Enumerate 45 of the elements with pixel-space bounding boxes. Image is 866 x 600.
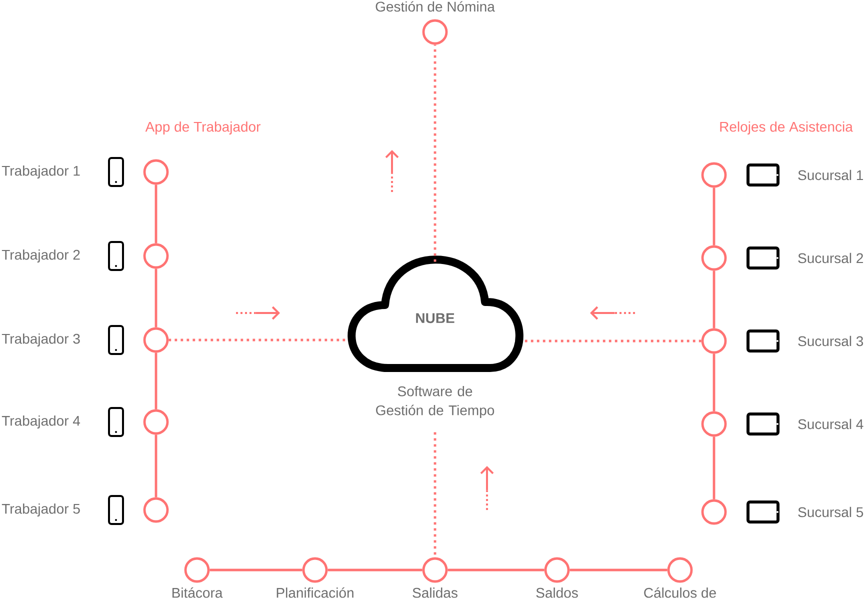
worker-label: Trabajador 1: [2, 165, 80, 179]
connector: [154, 184, 158, 244]
node-circle: [701, 411, 727, 437]
node-circle: [143, 497, 169, 523]
node-circle: [701, 162, 727, 188]
connector: [328, 568, 422, 572]
group-heading: App de Trabajador: [145, 121, 260, 135]
connector: [570, 568, 668, 572]
branch-label: Sucursal 3: [798, 336, 864, 346]
connector: [712, 188, 716, 246]
node-label: Salidas: [412, 588, 458, 598]
connector: [210, 568, 302, 572]
node-label: Planificación: [276, 587, 354, 598]
connector: [434, 432, 436, 558]
connector: [712, 354, 716, 412]
connector: [448, 568, 544, 572]
connector: [712, 270, 716, 328]
node-circle: [143, 409, 169, 435]
node-circle: [143, 159, 169, 185]
node-circle: [701, 328, 727, 354]
connector: [712, 436, 716, 500]
node-label: Cálculos de: [644, 587, 716, 598]
node-circle: [143, 327, 169, 353]
node-label: Software de Gestión de Tiempo: [376, 386, 494, 418]
node-label: Saldos: [536, 588, 578, 598]
worker-label: Trabajador 2: [2, 249, 80, 263]
branch-label: Sucursal 1: [798, 170, 863, 180]
node-circle: [701, 499, 727, 525]
connector: [522, 340, 702, 342]
node-circle: [143, 243, 169, 269]
connector: [154, 434, 158, 498]
connector: [434, 44, 436, 262]
group-heading: Relojes de Asistencia: [720, 121, 853, 135]
connector: [154, 352, 158, 410]
node-label: Gestión de Nómina: [376, 1, 495, 12]
branch-label: Sucursal 2: [798, 252, 863, 264]
connector: [154, 268, 158, 328]
branch-label: Sucursal 4: [798, 418, 864, 430]
worker-label: Trabajador 5: [2, 503, 80, 517]
node-label: Bitácora: [172, 587, 223, 598]
node-circle: [701, 245, 727, 271]
branch-label: Sucursal 5: [798, 506, 864, 518]
worker-label: Trabajador 3: [2, 333, 80, 347]
worker-label: Trabajador 4: [2, 415, 80, 429]
connector: [168, 338, 348, 342]
